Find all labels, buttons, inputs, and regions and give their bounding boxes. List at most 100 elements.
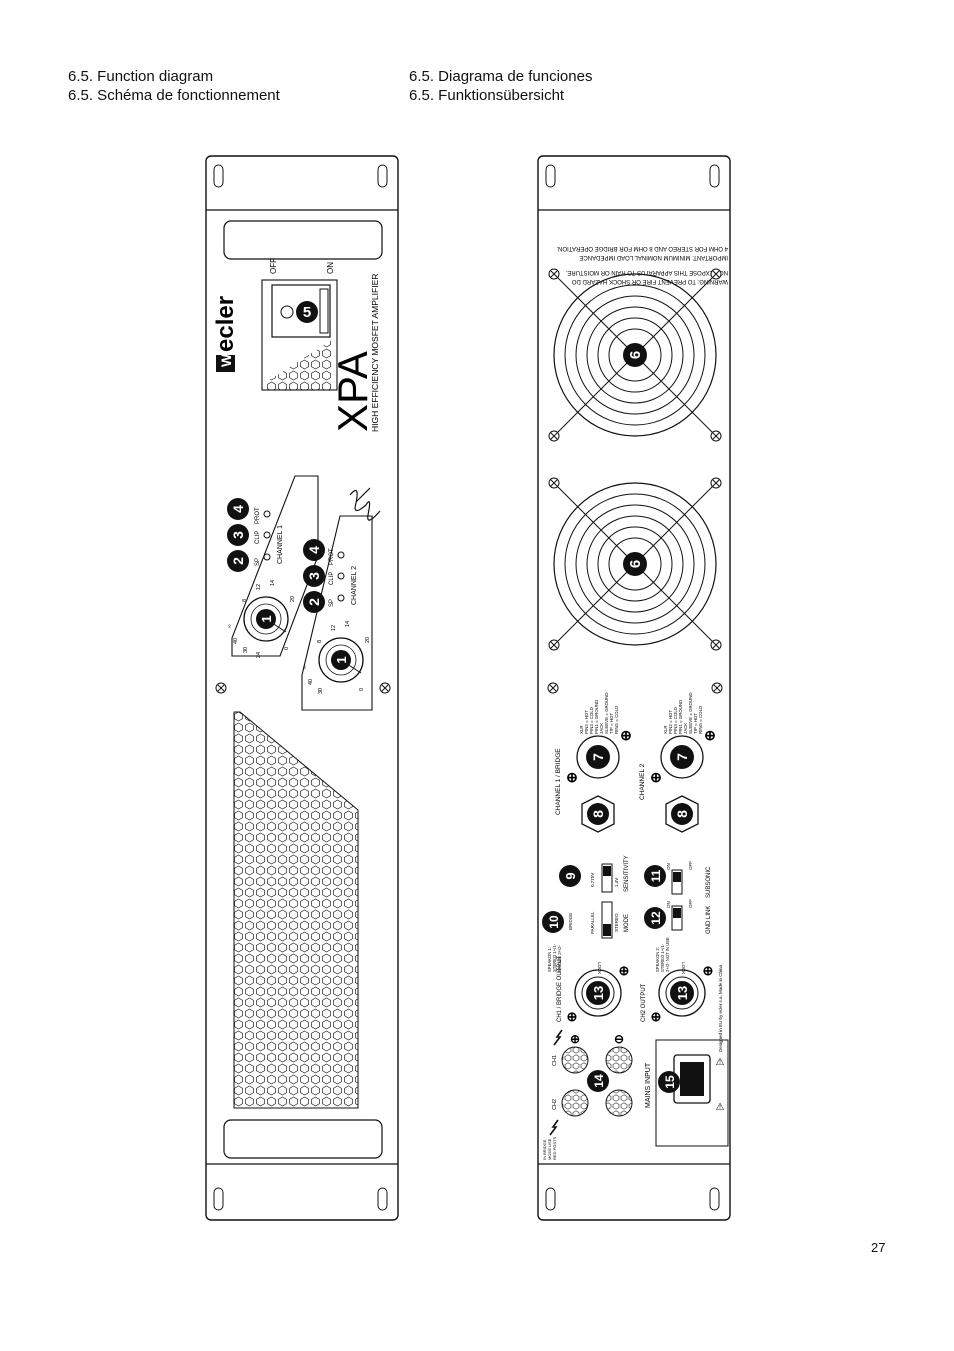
svg-text:⊕: ⊕: [620, 727, 632, 743]
svg-text:8: 8: [674, 810, 690, 818]
svg-text:STEREO: STEREO: [614, 913, 619, 932]
svg-text:12: 12: [256, 584, 262, 590]
fan-grille-bottom: 6: [548, 477, 722, 651]
ch2-post-label: CH2: [552, 1099, 558, 1110]
svg-text:XLR: XLR: [579, 725, 584, 734]
gnd-link-label: GND LINK: [706, 906, 712, 934]
svg-text:ON: ON: [666, 863, 671, 870]
heading-de: 6.5. Funktionsübersicht: [409, 87, 565, 104]
ch1-output-label: CH1 / BRIDGE OUTPUT: [557, 955, 563, 1022]
svg-text:13: 13: [591, 986, 606, 1000]
svg-text:TIP = HOT: TIP = HOT: [693, 713, 698, 734]
lock-label-ch2: LOCK: [681, 962, 686, 974]
svg-text:14: 14: [270, 580, 276, 586]
heading-left: 6.5. Function diagram 6.5. Schéma de fon…: [68, 67, 280, 105]
rear-panel-diagram: WARNING: TO PREVENT FIRE OR SHOCK HAZARD…: [537, 155, 731, 1221]
svg-text:SLEEVE = GROUND: SLEEVE = GROUND: [688, 692, 693, 734]
mode-switch[interactable]: 10 PARALLEL STEREO BRIDGE MODE: [542, 901, 630, 939]
svg-text:⊕: ⊕: [567, 1009, 578, 1024]
svg-text:JACK: JACK: [599, 723, 604, 734]
rack-slot: [213, 164, 224, 188]
svg-text:40: 40: [308, 679, 314, 685]
svg-text:40: 40: [233, 638, 239, 644]
svg-text:6: 6: [627, 351, 644, 359]
handle-bottom: [223, 1119, 383, 1159]
important-line-2: 4 OHM FOR STEREO AND 8 OHM FOR BRIDGE OP…: [556, 245, 728, 251]
svg-text:2: 2: [230, 557, 246, 565]
input-ch2-label: CHANNEL 2: [639, 763, 646, 800]
ch1-sp-led: [263, 553, 271, 561]
speakon-output-ch2[interactable]: 13 ⊕ ⊕: [651, 963, 714, 1024]
jack-input-ch2[interactable]: 8: [665, 795, 699, 833]
bridge-note: IN BRIDGE MODE USE RED POSTS: [542, 1137, 557, 1160]
svg-text:⊕: ⊕: [650, 769, 662, 785]
ch1-clip-led: [263, 531, 271, 539]
svg-text:BRIDGE: BRIDGE: [568, 913, 573, 930]
pin-legend-ch2: XLR PIN2 = HOT PIN3 = COLD PIN1 = GROUND…: [663, 692, 703, 734]
jack-input-ch1[interactable]: 8: [581, 795, 615, 833]
rear-panel-outline: [537, 155, 731, 1221]
power-grille: [266, 340, 332, 390]
svg-text:13: 13: [675, 986, 690, 1000]
subsonic-label: SUBSONIC: [706, 866, 712, 898]
channel2-level-knob[interactable]: 1: [318, 637, 364, 683]
svg-text:8: 8: [590, 810, 606, 818]
svg-text:OFF: OFF: [688, 861, 693, 870]
svg-text:MODE USE: MODE USE: [547, 1138, 552, 1160]
callout-5-label: 5: [303, 304, 311, 321]
channel2-knob-scale: ∞ 40 30 0 8 12 14 20: [302, 621, 371, 694]
mode-label: MODE: [624, 914, 630, 932]
brand-logo: W ecler: [212, 296, 239, 372]
svg-text:24: 24: [256, 652, 262, 658]
input-ch1-label: CHANNEL 1 / BRIDGE: [555, 748, 562, 815]
svg-text:SPEAKON 2:: SPEAKON 2:: [655, 947, 660, 972]
svg-text:9: 9: [563, 872, 578, 879]
warning-triangle-icon: ⚠: [716, 1057, 725, 1068]
ch1-post-label: CH1: [552, 1055, 558, 1066]
pin-legend-ch1: XLR PIN2 = HOT PIN3 = COLD PIN1 = GROUND…: [579, 692, 619, 734]
speakon2-wiring: SPEAKON 2: STEREO 1+/1- 2+/2- NOT IN USE: [655, 937, 670, 972]
ch2-output-label: CH2 OUTPUT: [641, 983, 647, 1022]
channel1-label: CHANNEL 1: [277, 525, 284, 564]
sensitivity-switch[interactable]: 9 0.775V 1.4V SENSITIVITY: [559, 855, 630, 893]
screw-icon: [215, 682, 227, 694]
svg-text:SP: SP: [255, 558, 261, 566]
svg-text:12: 12: [331, 625, 337, 631]
lock-label-ch1: LOCK: [597, 962, 602, 974]
xlr-input-ch2[interactable]: 7 ⊕ ⊕: [650, 727, 716, 785]
speakon-output-ch1[interactable]: 13 ⊕ ⊕: [567, 963, 630, 1024]
svg-text:12: 12: [649, 911, 663, 925]
rack-slot: [545, 164, 556, 188]
svg-text:⊕: ⊕: [704, 727, 716, 743]
svg-text:W: W: [218, 353, 234, 367]
channel1-level-knob[interactable]: 1: [243, 596, 289, 642]
warning-line-2: NOT EXPOSE THIS APPARATUS TO RAIN OR MOI…: [565, 269, 728, 275]
svg-text:8: 8: [242, 599, 248, 602]
mains-input-socket[interactable]: 15: [658, 1054, 711, 1104]
svg-text:STEREO 1+/1-: STEREO 1+/1-: [552, 943, 557, 972]
model-name: XPA: [329, 351, 376, 432]
gnd-link-switch[interactable]: 12 ON OFF GND LINK: [644, 899, 712, 934]
svg-text:7: 7: [590, 753, 606, 761]
xlr-input-ch1[interactable]: 7 ⊕ ⊕: [566, 727, 632, 785]
svg-text:0: 0: [359, 688, 365, 691]
ch2-clip-led: [337, 572, 345, 580]
svg-text:CLIP: CLIP: [329, 572, 335, 585]
warning-line-1: WARNING: TO PREVENT FIRE OR SHOCK HAZARD…: [572, 278, 728, 284]
svg-text:1: 1: [259, 615, 274, 622]
rack-slot: [213, 1187, 224, 1211]
svg-text:6: 6: [627, 560, 644, 568]
svg-text:0: 0: [284, 647, 290, 650]
svg-text:XLR: XLR: [663, 725, 668, 734]
svg-text:RING = COLD: RING = COLD: [698, 706, 703, 734]
binding-posts[interactable]: ⊕ ⊖ 14: [561, 1032, 633, 1117]
svg-text:3: 3: [306, 572, 322, 580]
mains-label: MAINS INPUT: [645, 1062, 652, 1108]
lightning-icon: [549, 1119, 559, 1136]
heading-es: 6.5. Diagrama de funciones: [409, 68, 593, 85]
svg-text:14: 14: [345, 621, 351, 627]
power-on-label: ON: [326, 262, 335, 274]
ch2-prot-led: [337, 551, 345, 559]
subsonic-switch[interactable]: 11 ON OFF SUBSONIC: [644, 861, 712, 898]
brand-name: ecler: [212, 296, 239, 352]
